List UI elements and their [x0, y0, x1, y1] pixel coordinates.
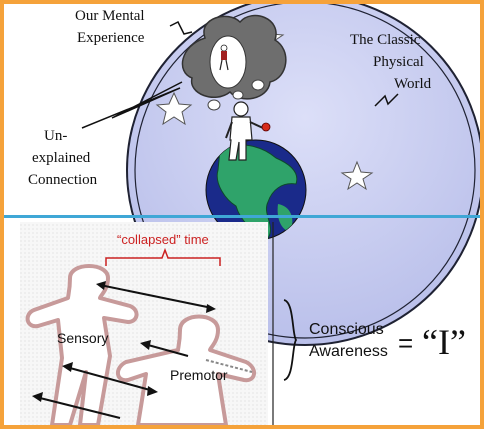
label-premotor: Premotor	[170, 367, 228, 383]
thought-cloud	[181, 14, 287, 100]
arrow-head-to-head	[96, 281, 216, 313]
label-physical-line1: The Classic	[350, 32, 421, 48]
star-icon	[340, 160, 374, 191]
sensory-figure	[25, 264, 139, 425]
label-sensory: Sensory	[57, 330, 108, 346]
label-physical-line2: Physical	[373, 54, 424, 70]
label-connection-line2: explained	[32, 150, 91, 166]
arrow-premotor-to-sensory	[140, 340, 189, 357]
arrow-dotted-premotor	[205, 359, 253, 373]
star-icon	[155, 91, 193, 126]
label-i: “I”	[422, 322, 466, 362]
label-connection-line3: Connection	[28, 172, 98, 188]
curly-brace	[283, 299, 298, 381]
pointer-mental	[169, 20, 193, 35]
thought-bubbles	[207, 79, 265, 111]
tiny-person-icon	[219, 44, 229, 71]
label-collapsed-time: “collapsed” time	[117, 232, 209, 247]
label-mental-line1: Our Mental	[75, 8, 145, 24]
diagram-canvas: Our Mental Experience The Classic Physic…	[4, 4, 480, 425]
arrow-lower-bidirectional	[62, 362, 158, 396]
label-mental-line2: Experience	[77, 30, 145, 46]
label-connection-line1: Un-	[44, 128, 67, 144]
equals-sign: =	[398, 328, 413, 358]
label-physical-line3: World	[394, 76, 432, 92]
astronaut-figure	[225, 101, 271, 161]
arrow-lower-left	[32, 392, 121, 419]
time-bracket	[105, 247, 221, 266]
label-conscious-line2: Awareness	[309, 343, 388, 360]
label-conscious-line1: Conscious	[309, 321, 384, 338]
premotor-figure	[116, 314, 256, 425]
pointer-connection	[81, 81, 183, 129]
pointer-physical	[374, 93, 399, 107]
panel-divider	[4, 215, 480, 218]
